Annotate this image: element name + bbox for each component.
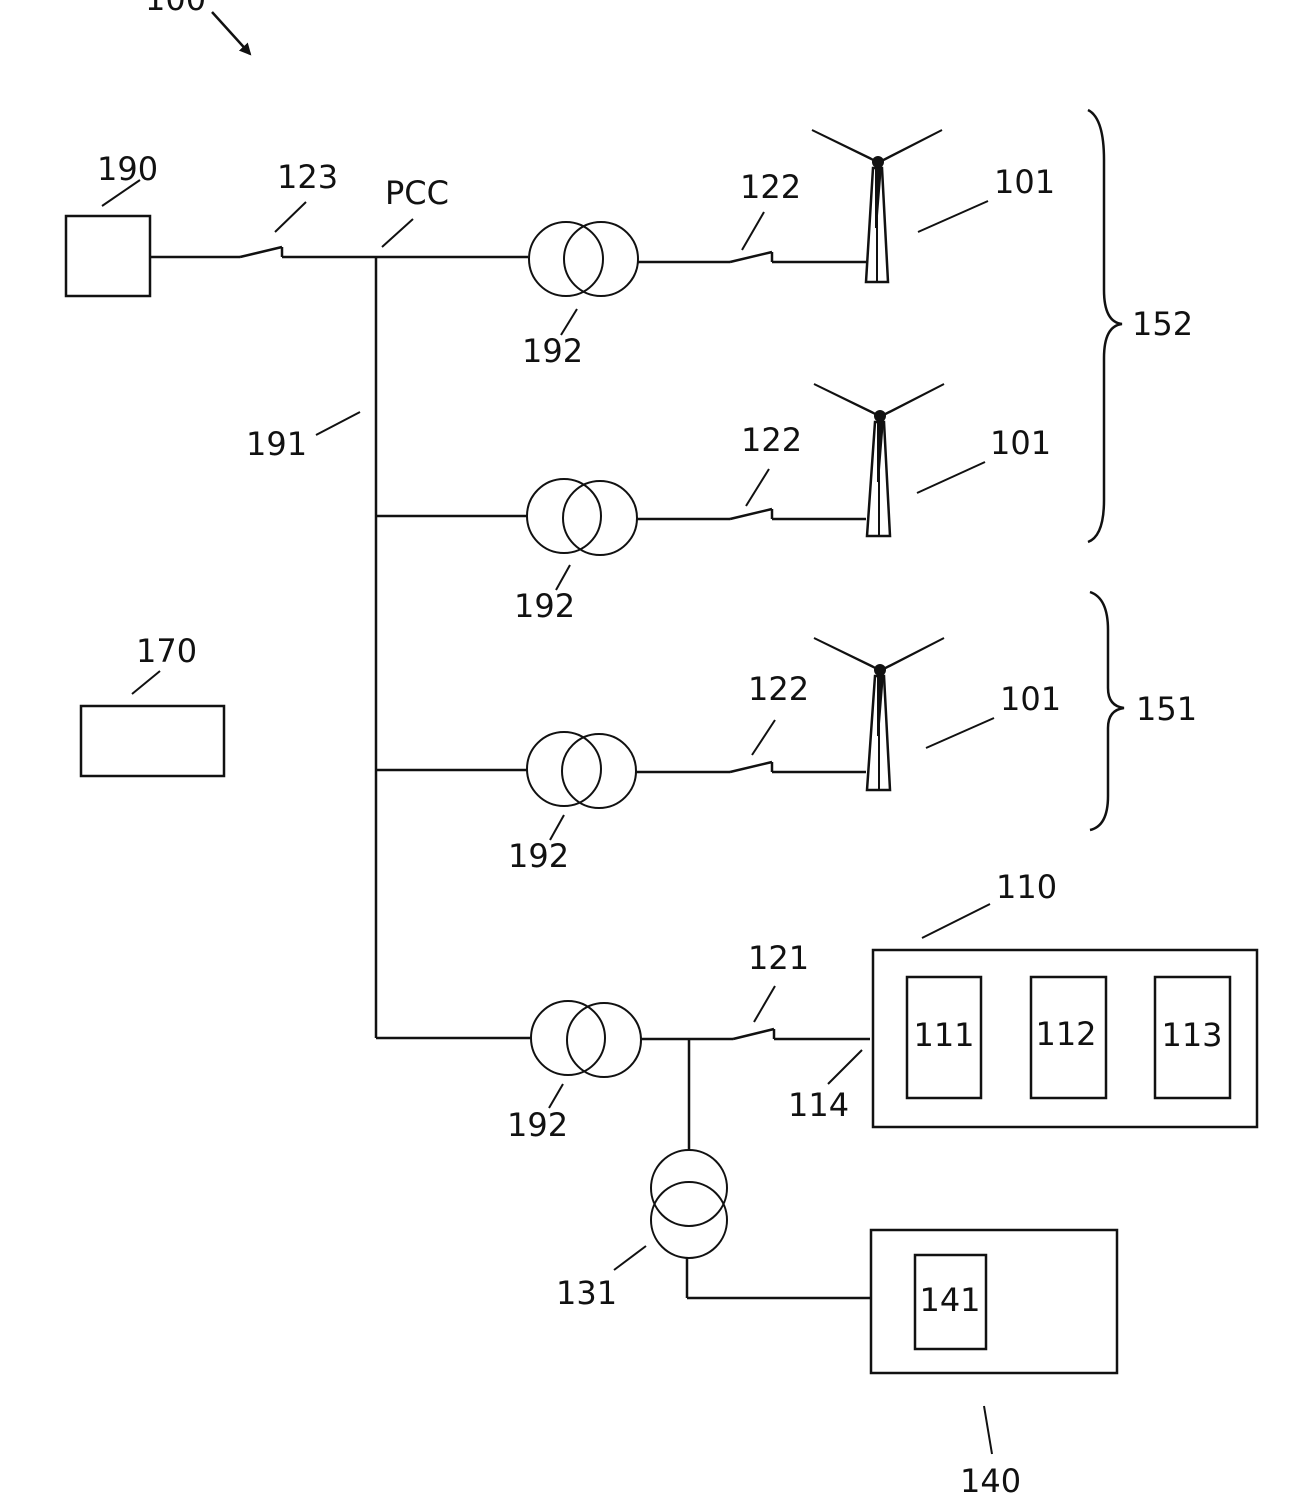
aux-system-box <box>871 1230 1117 1373</box>
label-turbine-group-a: 152 <box>1132 305 1193 343</box>
main-switch <box>240 247 282 257</box>
label-turbine-3: 101 <box>1000 680 1061 718</box>
turbine-switch-3 <box>730 762 772 772</box>
label-busbar: 191 <box>246 425 307 463</box>
label-storage-unit-3: 113 <box>1161 1016 1222 1054</box>
leader-aux-system <box>984 1406 992 1454</box>
transformer-3-coil-b <box>562 734 636 808</box>
label-turbine-switch-2: 122 <box>741 421 802 459</box>
transformer-1-coil-b <box>564 222 638 296</box>
label-system: 100 <box>145 0 206 18</box>
leader-turbine-3 <box>926 718 994 748</box>
label-turbine-2: 101 <box>990 424 1051 462</box>
brace-group-a <box>1088 110 1122 542</box>
aux-transformer-coil-b <box>651 1182 727 1258</box>
leader-turbine-switch-1 <box>742 212 764 250</box>
leader-aux-transformer <box>614 1246 646 1270</box>
label-main-switch: 123 <box>277 158 338 196</box>
label-storage-unit-2: 112 <box>1035 1015 1096 1053</box>
label-pcc: PCC <box>385 174 449 212</box>
brace-group-b <box>1090 592 1124 830</box>
leader-busbar <box>316 412 360 435</box>
label-transformer-1: 192 <box>522 332 583 370</box>
label-external-unit: 190 <box>97 150 158 188</box>
label-transformer-4: 192 <box>507 1106 568 1144</box>
label-transformer-3: 192 <box>508 837 569 875</box>
turbine-switch-2 <box>730 509 772 519</box>
leader-pcc <box>382 219 413 247</box>
external-unit-box <box>66 216 150 296</box>
turbine-2-icon <box>814 384 944 536</box>
label-controller: 170 <box>136 632 197 670</box>
label-storage-unit-1: 111 <box>913 1016 974 1054</box>
leader-main-switch <box>275 202 306 232</box>
label-aux-transformer: 131 <box>556 1274 617 1312</box>
label-transformer-2: 192 <box>514 587 575 625</box>
label-turbine-group-b: 151 <box>1136 690 1197 728</box>
leader-turbine-switch-3 <box>752 720 775 755</box>
label-turbine-switch-3: 122 <box>748 670 809 708</box>
turbine-1-icon <box>812 130 942 282</box>
system-arrow <box>212 12 250 54</box>
leader-storage-line <box>828 1050 862 1084</box>
label-turbine-switch-1: 122 <box>740 168 801 206</box>
label-storage-line: 114 <box>788 1086 849 1124</box>
storage-switch <box>733 1029 774 1039</box>
label-turbine-1: 101 <box>994 163 1055 201</box>
turbine-3-icon <box>814 638 944 790</box>
label-storage-switch: 121 <box>748 939 809 977</box>
label-aux-system: 140 <box>960 1462 1021 1500</box>
label-storage-system: 110 <box>996 868 1057 906</box>
transformer-1-coil-a <box>529 222 603 296</box>
leader-controller <box>132 671 160 694</box>
controller-box <box>81 706 224 776</box>
leader-transformer-4 <box>549 1084 563 1108</box>
turbine-switch-1 <box>730 252 772 262</box>
leader-turbine-switch-2 <box>746 469 769 506</box>
label-aux-unit: 141 <box>919 1281 980 1319</box>
transformer-3-coil-a <box>527 732 601 806</box>
aux-transformer-coil-a <box>651 1150 727 1226</box>
leader-turbine-2 <box>917 462 985 493</box>
leader-storage-system <box>922 904 990 938</box>
leader-storage-switch <box>754 986 775 1022</box>
leader-turbine-1 <box>918 201 988 232</box>
